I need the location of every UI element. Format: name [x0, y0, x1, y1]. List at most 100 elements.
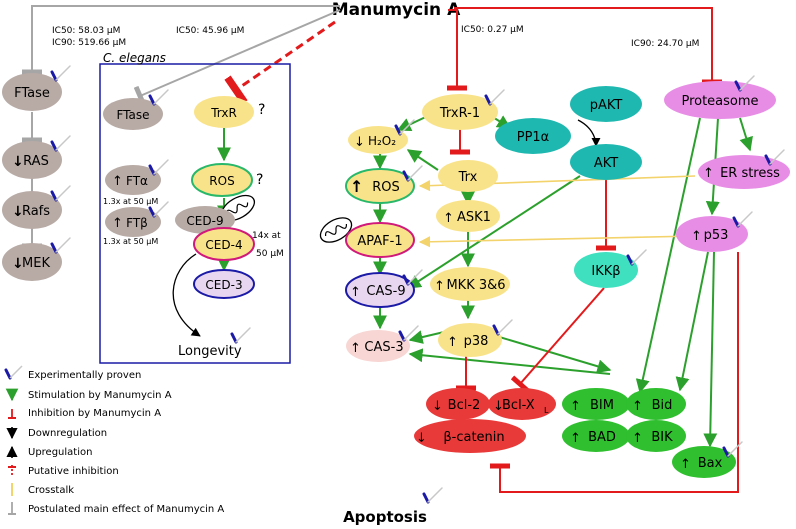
ce-ced4-label: CED-4: [205, 238, 242, 252]
postulated-lines: [22, 5, 341, 249]
p53-node: [676, 216, 748, 252]
ros-up-arrow-icon: ↑: [350, 177, 363, 196]
legend-item: Crosstalk: [11, 483, 74, 496]
grey-inhibition-icon: [8, 502, 16, 515]
akt-node: [570, 144, 642, 180]
ftase-label: FTase: [14, 86, 50, 101]
mkk-label: MKK 3&6: [446, 278, 505, 293]
bid-label: Bid: [652, 398, 673, 413]
legend-label: Experimentally proven: [28, 370, 141, 381]
mitochondrion-icon-main: [319, 217, 353, 243]
legend-label: Downregulation: [28, 428, 107, 439]
ask1-label: ASK1: [457, 210, 491, 225]
trxr1-node: [422, 94, 498, 130]
title-manumycin: Manumycin A: [332, 0, 461, 20]
ce-ftalpha-note: 1.3x at 50 µM: [103, 197, 158, 206]
red-arrows: [450, 128, 739, 493]
legend-item: Inhibition by Manumycin A: [8, 408, 161, 419]
ce-ros-node: [191, 163, 253, 197]
bik-node: [626, 420, 686, 452]
ask1-node: [436, 200, 500, 232]
bcatenin-node: [414, 419, 526, 453]
legend-label: Crosstalk: [28, 485, 74, 496]
mid-ic50: IC50: 45.96 µM: [176, 26, 244, 36]
ce-trxr-label: TrxR: [210, 106, 237, 120]
ras-label: RAS: [23, 154, 49, 169]
trx-node: [438, 160, 498, 192]
ce-ftalpha-node: [105, 165, 161, 195]
pp1a-label: PP1α: [517, 130, 550, 145]
p38-up-arrow-icon: ↑: [447, 335, 458, 350]
legend-label: Inhibition by Manumycin A: [28, 408, 161, 419]
ce-ced4-note2: 50 µM: [256, 249, 284, 259]
ikkb-label: IKKβ: [591, 264, 620, 279]
ros-node: [345, 168, 415, 204]
ce-ced4-node: [193, 227, 255, 261]
mek-down-arrow-icon: ↓: [12, 256, 24, 272]
er-stress-up-arrow-icon: ↑: [703, 166, 714, 181]
p53-up-arrow-icon: ↑: [691, 229, 702, 244]
ce-ced9-node: [175, 206, 235, 234]
bax-up-arrow-icon: ↑: [680, 457, 691, 472]
apoptosis-label: Apoptosis: [343, 508, 427, 526]
trxr1-label: TrxR-1: [439, 106, 480, 121]
proteasome-node: [664, 81, 776, 119]
ras-down-arrow-icon: ↓: [12, 154, 24, 170]
ros-label: ROS: [372, 180, 400, 195]
h2o2-node: [348, 126, 408, 154]
bclxl-node: [488, 388, 556, 420]
ce-ftalpha-label: FTα: [126, 174, 148, 188]
legend-item: Putative inhibition: [8, 465, 119, 477]
celegans-box: [99, 63, 291, 364]
bcatenin-down-arrow-icon: ↓: [416, 431, 427, 446]
ce-ced9-label: CED-9: [186, 214, 223, 228]
cas3-label: CAS-3: [364, 340, 403, 355]
h2o2-down-arrow-icon: ↓: [354, 135, 365, 150]
dashed-red-inhibition-icon: [8, 465, 16, 476]
mkk-up-arrow-icon: ↑: [434, 279, 445, 294]
ce-ros-question: ?: [256, 172, 263, 188]
legend-item: Downregulation: [6, 427, 107, 440]
legend-label: Stimulation by Manumycin A: [28, 390, 172, 401]
legend-item: Stimulation by Manumycin A: [5, 388, 172, 402]
legend-label: Putative inhibition: [28, 466, 119, 477]
er-stress-node: [698, 155, 790, 189]
ce-longevity-label: Longevity: [178, 344, 242, 359]
proteasome-label: Proteasome: [681, 94, 758, 109]
er-stress-label: ER stress: [720, 166, 780, 181]
bid-up-arrow-icon: ↑: [632, 399, 643, 414]
bclxl-subscript: L: [544, 406, 549, 415]
apaf1-node: [345, 222, 415, 258]
ce-ftbeta-up-arrow-icon: ↑: [112, 216, 123, 231]
ikkb-node: [574, 252, 638, 288]
red-inhibition-icon: [8, 409, 16, 419]
bcatenin-label: β-catenin: [443, 430, 504, 445]
pen-stroke-icon: [4, 365, 23, 380]
ftase-node: [2, 73, 62, 111]
bik-up-arrow-icon: ↑: [632, 431, 643, 446]
ce-ftbeta-node: [105, 207, 161, 237]
legend-item: Upregulation: [6, 445, 92, 458]
akt-label: AKT: [594, 156, 618, 171]
bcl2-node: [426, 388, 490, 420]
ce-ftbeta-label: FTβ: [126, 216, 148, 230]
ce-ced3-node: [193, 269, 255, 299]
cas3-node: [346, 330, 410, 362]
p38-node: [438, 323, 502, 357]
bclxl-down-arrow-icon: ↓: [493, 399, 504, 414]
p53-label: p53: [704, 228, 729, 243]
left-chain: FTase RAS ↓ Rafs ↓ MEK ↓: [2, 73, 62, 281]
cas9-label: CAS-9: [366, 284, 405, 299]
bim-up-arrow-icon: ↑: [570, 399, 581, 414]
p38-label: p38: [464, 334, 489, 349]
rafs-node: [2, 191, 62, 229]
rafs-down-arrow-icon: ↓: [12, 204, 24, 220]
trxr-ic50: IC50: 0.27 µM: [461, 25, 524, 35]
proteasome-ic90: IC90: 24.70 µM: [631, 39, 699, 49]
trx-label: Trx: [458, 170, 478, 185]
pakt-node: [570, 86, 642, 122]
bad-label: BAD: [588, 430, 616, 445]
red-inhibition-lines: [224, 7, 722, 105]
